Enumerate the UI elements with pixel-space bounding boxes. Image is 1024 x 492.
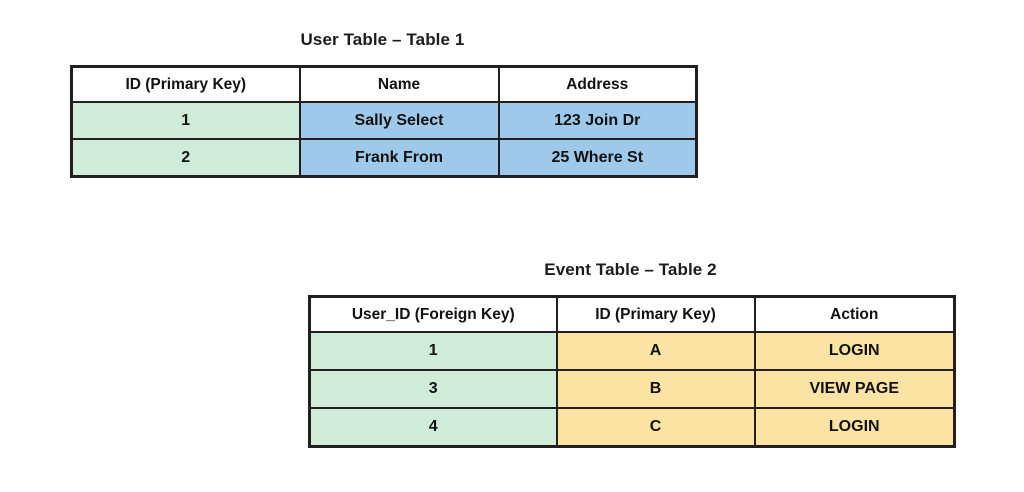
user-table-cell-address: 123 Join Dr [497, 101, 698, 140]
event-table-header-row: User_ID (Foreign Key) ID (Primary Key) A… [308, 295, 956, 333]
table-row: 3 B VIEW PAGE [308, 369, 956, 409]
table-row: 4 C LOGIN [308, 407, 956, 448]
user-table-header-name: Name [298, 65, 500, 103]
user-table: ID (Primary Key) Name Address 1 Sally Se… [70, 65, 698, 178]
table-row: 1 A LOGIN [308, 331, 956, 371]
event-table-cell-id: A [555, 331, 756, 371]
event-table-cell-action: LOGIN [753, 331, 956, 371]
user-table-header-id: ID (Primary Key) [70, 65, 301, 103]
table-row: 2 Frank From 25 Where St [70, 138, 698, 178]
event-table-cell-user-id: 4 [308, 407, 558, 448]
event-table-block: Event Table – Table 2 User_ID (Foreign K… [308, 260, 956, 448]
event-table-cell-action: LOGIN [753, 407, 956, 448]
user-table-cell-name: Sally Select [298, 101, 500, 140]
table-row: 1 Sally Select 123 Join Dr [70, 101, 698, 140]
user-table-cell-name: Frank From [298, 138, 500, 178]
event-table-header-user-id: User_ID (Foreign Key) [308, 295, 558, 333]
user-table-cell-address: 25 Where St [497, 138, 698, 178]
user-table-cell-id: 2 [70, 138, 301, 178]
event-table-cell-user-id: 3 [308, 369, 558, 409]
user-table-header-address: Address [497, 65, 698, 103]
event-table-cell-id: B [555, 369, 756, 409]
event-table-header-action: Action [753, 295, 956, 333]
user-table-block: User Table – Table 1 ID (Primary Key) Na… [70, 30, 698, 178]
user-table-cell-id: 1 [70, 101, 301, 140]
event-table: User_ID (Foreign Key) ID (Primary Key) A… [308, 295, 956, 448]
event-table-title: Event Table – Table 2 [544, 260, 717, 279]
event-table-cell-action: VIEW PAGE [753, 369, 956, 409]
user-table-header-row: ID (Primary Key) Name Address [70, 65, 698, 103]
event-table-header-id: ID (Primary Key) [555, 295, 756, 333]
event-table-cell-id: C [555, 407, 756, 448]
event-table-cell-user-id: 1 [308, 331, 558, 371]
user-table-title: User Table – Table 1 [300, 30, 465, 49]
